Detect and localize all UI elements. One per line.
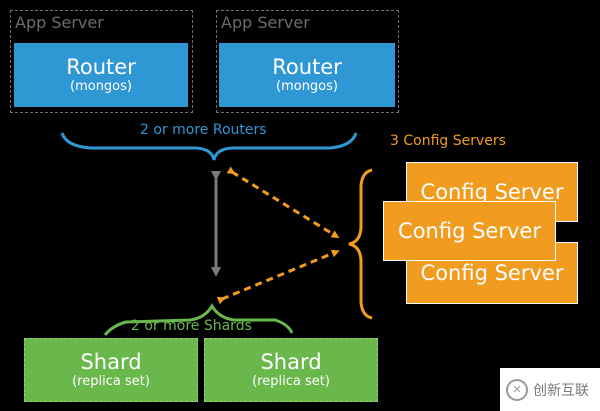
- watermark-text: 创新互联: [533, 382, 589, 399]
- config-server-front: Config Server: [383, 201, 556, 261]
- routers-brace: [60, 132, 358, 161]
- shard-title: Shard: [80, 350, 142, 374]
- shard-2: Shard (replica set): [204, 338, 378, 402]
- router-title: Router: [66, 55, 136, 79]
- router-2: Router (mongos): [219, 43, 395, 107]
- shards-caption: 2 or more Shards: [131, 318, 252, 334]
- router-subtitle: (mongos): [276, 79, 338, 94]
- routers-caption: 2 or more Routers: [140, 122, 267, 138]
- shard-subtitle: (replica set): [252, 374, 330, 389]
- router-title: Router: [272, 55, 342, 79]
- app-server-title: App Server: [221, 13, 310, 32]
- shards-brace: [103, 303, 294, 336]
- app-server-title: App Server: [15, 13, 104, 32]
- config-server-title: Config Server: [420, 261, 564, 285]
- config-brace: [348, 168, 373, 320]
- shard-subtitle: (replica set): [72, 374, 150, 389]
- router-config-arrow: [226, 166, 340, 239]
- shard-config-arrow: [216, 249, 340, 305]
- config-server-title: Config Server: [398, 219, 541, 243]
- watermark: ✕ 创新互联: [500, 368, 600, 411]
- app-server-2: App Server: [216, 10, 399, 113]
- router-1: Router (mongos): [14, 43, 188, 107]
- app-server-1: App Server: [10, 10, 193, 113]
- shard-title: Shard: [260, 350, 322, 374]
- watermark-logo-icon: ✕: [506, 378, 528, 401]
- router-subtitle: (mongos): [70, 79, 132, 94]
- config-server-title: Config Server: [420, 180, 564, 204]
- config-caption: 3 Config Servers: [390, 133, 506, 149]
- shard-1: Shard (replica set): [24, 338, 198, 402]
